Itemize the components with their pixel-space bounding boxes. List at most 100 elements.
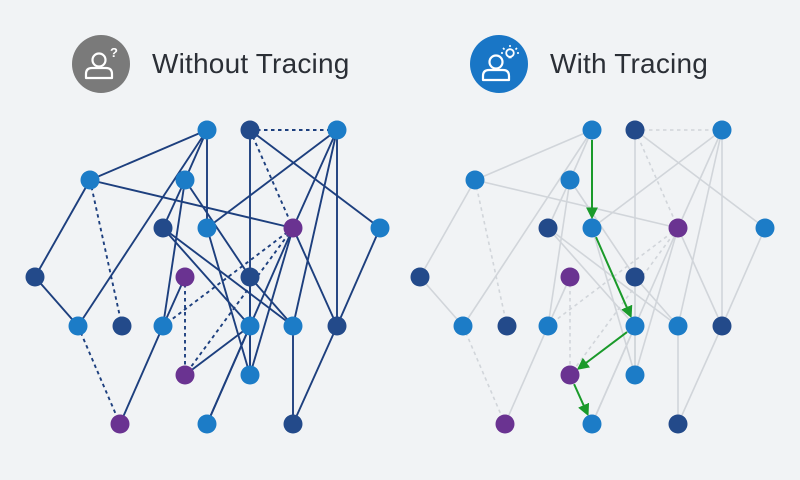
left-node-17 (283, 316, 303, 336)
badge-without-tracing: ? (72, 35, 130, 93)
left-node-14 (112, 316, 132, 336)
right-node-15 (453, 316, 473, 336)
left-edge-18-23 (292, 325, 338, 425)
right-node-3 (712, 120, 732, 140)
right-edge-15-21 (462, 325, 506, 425)
panel-title-without-tracing: Without Tracing (152, 48, 350, 79)
left-node-1 (197, 120, 217, 140)
left-edge-6-17 (162, 227, 294, 327)
left-node-5 (175, 170, 195, 190)
graph-with-tracing (410, 120, 775, 434)
right-node-19 (560, 365, 580, 385)
left-edge-15-21 (77, 325, 121, 425)
graph-without-tracing (25, 120, 390, 434)
left-node-18 (327, 316, 347, 336)
right-edge-7-20 (591, 227, 636, 376)
person-question-icon: ? (84, 45, 118, 80)
left-node-2 (240, 120, 260, 140)
right-edge-5-12 (569, 179, 636, 278)
left-node-11 (175, 267, 195, 287)
trace-arrow-13-19 (576, 331, 628, 370)
right-node-20 (625, 365, 645, 385)
svg-text:?: ? (110, 45, 118, 60)
right-edge-3-7 (591, 129, 723, 229)
right-node-18 (712, 316, 732, 336)
right-edge-16-21 (504, 325, 549, 425)
left-node-13 (240, 316, 260, 336)
right-edge-1-15 (462, 129, 593, 327)
right-edge-10-15 (419, 276, 464, 327)
right-edge-6-13 (547, 227, 636, 327)
left-edge-8-16 (162, 227, 294, 327)
right-node-12 (625, 267, 645, 287)
right-edge-4-8 (474, 179, 679, 229)
left-node-16 (153, 316, 173, 336)
left-node-21 (110, 414, 130, 434)
right-edge-3-8 (677, 129, 723, 229)
left-edge-1-4 (89, 129, 208, 181)
person-lightbulb-icon (481, 45, 519, 82)
right-node-6 (538, 218, 558, 238)
right-node-9 (755, 218, 775, 238)
left-edge-3-8 (292, 129, 338, 229)
left-edge-6-13 (162, 227, 251, 327)
left-edge-4-10 (34, 179, 91, 278)
right-node-8 (668, 218, 688, 238)
right-node-2 (625, 120, 645, 140)
left-node-20 (240, 365, 260, 385)
left-edge-3-17 (292, 129, 338, 327)
left-node-6 (153, 218, 173, 238)
left-edge-5-12 (184, 179, 251, 278)
right-edge-13-22 (591, 325, 636, 425)
left-node-22 (197, 414, 217, 434)
left-edge-12-17 (249, 276, 294, 327)
right-node-23 (668, 414, 688, 434)
left-node-15 (68, 316, 88, 336)
right-node-7 (582, 218, 602, 238)
left-edge-4-14 (89, 179, 123, 327)
right-node-5 (560, 170, 580, 190)
right-edge-12-17 (634, 276, 679, 327)
trace-arrow-7-13 (595, 236, 633, 319)
right-node-4 (465, 170, 485, 190)
left-node-4 (80, 170, 100, 190)
left-node-12 (240, 267, 260, 287)
left-edge-4-8 (89, 179, 294, 229)
right-node-17 (668, 316, 688, 336)
left-edge-16-21 (119, 325, 164, 425)
left-node-10 (25, 267, 45, 287)
right-node-13 (625, 316, 645, 336)
left-node-9 (370, 218, 390, 238)
right-edge-18-23 (677, 325, 723, 425)
right-edge-4-10 (419, 179, 476, 278)
right-node-16 (538, 316, 558, 336)
right-node-21 (495, 414, 515, 434)
left-edge-3-7 (206, 129, 338, 229)
right-edge-4-14 (474, 179, 508, 327)
right-node-10 (410, 267, 430, 287)
left-node-3 (327, 120, 347, 140)
right-node-22 (582, 414, 602, 434)
right-node-11 (560, 267, 580, 287)
left-node-23 (283, 414, 303, 434)
left-edge-8-19 (184, 227, 294, 376)
right-edge-5-16 (547, 179, 571, 327)
right-edge-3-17 (677, 129, 723, 327)
left-edge-13-19 (184, 325, 251, 376)
right-edge-1-4 (474, 129, 593, 181)
panel-title-with-tracing: With Tracing (550, 48, 708, 79)
right-edge-9-18 (721, 227, 766, 327)
header-with-tracing: With Tracing (470, 35, 708, 93)
right-node-1 (582, 120, 602, 140)
right-edge-8-18 (677, 227, 723, 327)
left-edge-8-18 (292, 227, 338, 327)
left-node-7 (197, 218, 217, 238)
left-edge-13-22 (206, 325, 251, 425)
left-edge-9-18 (336, 227, 381, 327)
right-node-14 (497, 316, 517, 336)
left-edge-5-16 (162, 179, 186, 327)
left-edge-1-15 (77, 129, 208, 327)
left-edge-7-20 (206, 227, 251, 376)
header-without-tracing: ? Without Tracing (72, 35, 350, 93)
